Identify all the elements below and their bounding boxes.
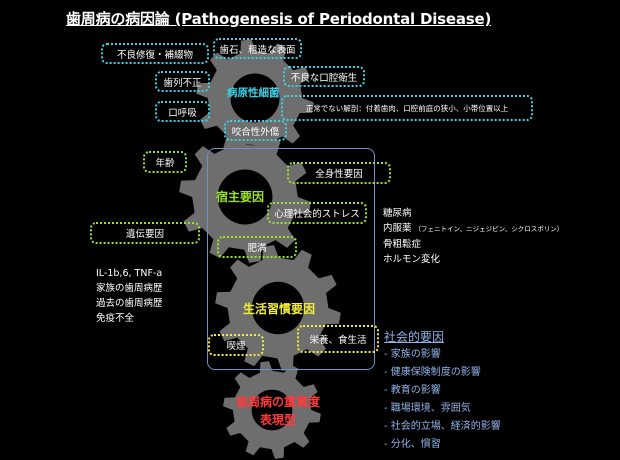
social-item: - 分化、慣習 [384, 439, 441, 450]
genetic-detail-2: 家族の歯周病歴 [96, 283, 163, 294]
genetic-detail-3: 過去の歯周病歴 [96, 298, 163, 309]
pathogen-label: 病原性細菌 [227, 87, 280, 99]
social-list: - 家族の影響 - 健康保険制度の影響 - 教育の影響 - 職場環境、雰囲気 -… [384, 346, 501, 454]
osteoporosis-text: 骨粗鬆症 [383, 239, 422, 250]
host-lifestyle-frame [207, 148, 375, 370]
systemic-box: 全身性要因 [287, 162, 391, 184]
genetic-detail-1: IL-1b,6, TNF-a [96, 268, 163, 279]
gear-hole [230, 73, 280, 123]
lifestyle-gear [215, 245, 341, 371]
severity-label-line1: 歯周病の重篤度 [235, 395, 320, 409]
hygiene-box: 不良な口腔衛生 [283, 66, 365, 87]
occlusal-trauma-box: 咬合性外傷 [224, 120, 287, 141]
gear-hole [251, 389, 293, 431]
diabetes-text: 糖尿病 [383, 208, 412, 219]
stress-box: 心理社会的ストレス [267, 202, 367, 224]
medication-row: 内服薬 （フェニトイン、ニジェジピン、シクロスポリン） [383, 221, 563, 237]
nutrition-box: 栄養、食生活 [297, 325, 379, 353]
medication-text: 内服薬 [383, 223, 412, 234]
genetic-box: 遺伝要因 [90, 222, 200, 244]
social-title: 社会的要因 [384, 330, 445, 344]
severity-gear [223, 361, 321, 459]
social-item: - 教育の影響 [384, 385, 441, 396]
page-title: 歯周病の病因論 (Pathogenesis of Periodontal Dis… [66, 10, 492, 28]
smoking-box: 喫煙 [208, 334, 264, 356]
gear-hole [217, 169, 273, 225]
calculus-box: 歯石、粗造な表面 [213, 38, 302, 59]
lifestyle-label: 生活習慣要因 [243, 302, 316, 316]
restoration-box: 不良修復・補綴物 [101, 43, 209, 64]
malalignment-box: 歯列不正 [155, 71, 210, 92]
obesity-box: 肥満 [217, 236, 297, 258]
social-item: - 家族の影響 [384, 349, 441, 360]
anatomy-box: 正常でない解剖：付着歯肉、口腔前庭の狭小、小帯位置以上 [281, 95, 533, 121]
gear-hole [251, 281, 305, 335]
systemic-details: 糖尿病 内服薬 （フェニトイン、ニジェジピン、シクロスポリン） 骨粗鬆症 ホルモ… [383, 206, 563, 267]
medication-note: （フェニトイン、ニジェジピン、シクロスポリン） [414, 225, 564, 233]
hormone-text: ホルモン変化 [383, 254, 441, 265]
age-box: 年齢 [143, 151, 187, 173]
social-item: - 社会的立場、経済的影響 [384, 421, 501, 432]
genetic-detail-4: 免疫不全 [96, 313, 135, 324]
mouth-breathing-box: 口呼吸 [155, 101, 210, 122]
severity-label-line2: 表現型 [259, 413, 296, 427]
social-item: - 健康保険制度の影響 [384, 367, 481, 378]
host-gear [179, 131, 311, 263]
genetic-details: IL-1b,6, TNF-a 家族の歯周病歴 過去の歯周病歴 免疫不全 [96, 266, 163, 326]
social-item: - 職場環境、雰囲気 [384, 403, 471, 414]
host-label: 宿主要因 [216, 190, 265, 204]
